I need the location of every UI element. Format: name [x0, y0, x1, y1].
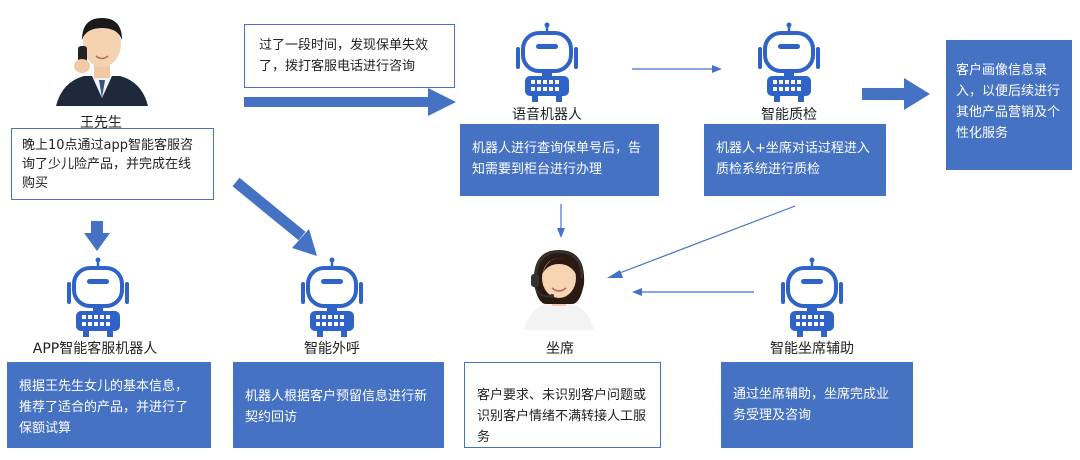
outbound-label: 智能外呼: [304, 341, 360, 357]
voice-robot-description: 机器人进行查询保单号后，告知需要到柜台进行办理: [460, 124, 659, 196]
arrow-voice-to-quality: [632, 65, 722, 73]
arrow-to-voice-robot: [244, 88, 456, 116]
agent-description: 客户要求、未识别客户问题或识别客户情绪不满转接人工服务: [464, 362, 661, 448]
profile-box: 客户画像信息录入，以便后续进行其他产品营销及个性化服务: [946, 40, 1072, 170]
arrow-quality-to-agent: [607, 205, 796, 278]
agent-assist-description: 通过坐席辅助，坐席完成业务受理及咨询: [721, 362, 913, 448]
arrow-quality-to-profile: [862, 78, 930, 110]
app-robot-description: 根据王先生女儿的基本信息，推荐了适合的产品，并进行了保额试算: [7, 362, 211, 448]
voice-robot-icon: [514, 20, 580, 104]
outbound-description: 机器人根据客户预留信息进行新契约回访: [233, 362, 444, 448]
arrow-to-outbound: [232, 177, 317, 256]
arrow-voice-to-agent: [557, 204, 565, 238]
agent-assist-robot-icon: [779, 255, 845, 339]
customer-description-box: 晚上10点通过app智能客服咨询了少儿险产品，并完成在线购买: [11, 128, 214, 200]
arrow-to-app-robot: [84, 221, 110, 251]
agent-assist-label: 智能坐席辅助: [770, 341, 854, 357]
outbound-robot-icon: [299, 255, 365, 339]
quality-check-label: 智能质检: [761, 107, 817, 123]
customer-name: 王先生: [80, 115, 122, 131]
app-robot-icon: [65, 255, 131, 339]
customer-avatar: [56, 18, 148, 106]
quality-check-robot-icon: [756, 20, 822, 104]
agent-label: 坐席: [546, 341, 574, 357]
agent-avatar: [524, 250, 594, 330]
callout-box: 过了一段时间，发现保单失效了，拨打客服电话进行咨询: [244, 24, 455, 88]
app-robot-label: APP智能客服机器人: [32, 341, 158, 357]
arrow-assist-to-agent: [632, 288, 754, 296]
quality-check-description: 机器人+坐席对话过程进入质检系统进行质检: [704, 124, 886, 196]
voice-robot-label: 语音机器人: [512, 107, 582, 123]
